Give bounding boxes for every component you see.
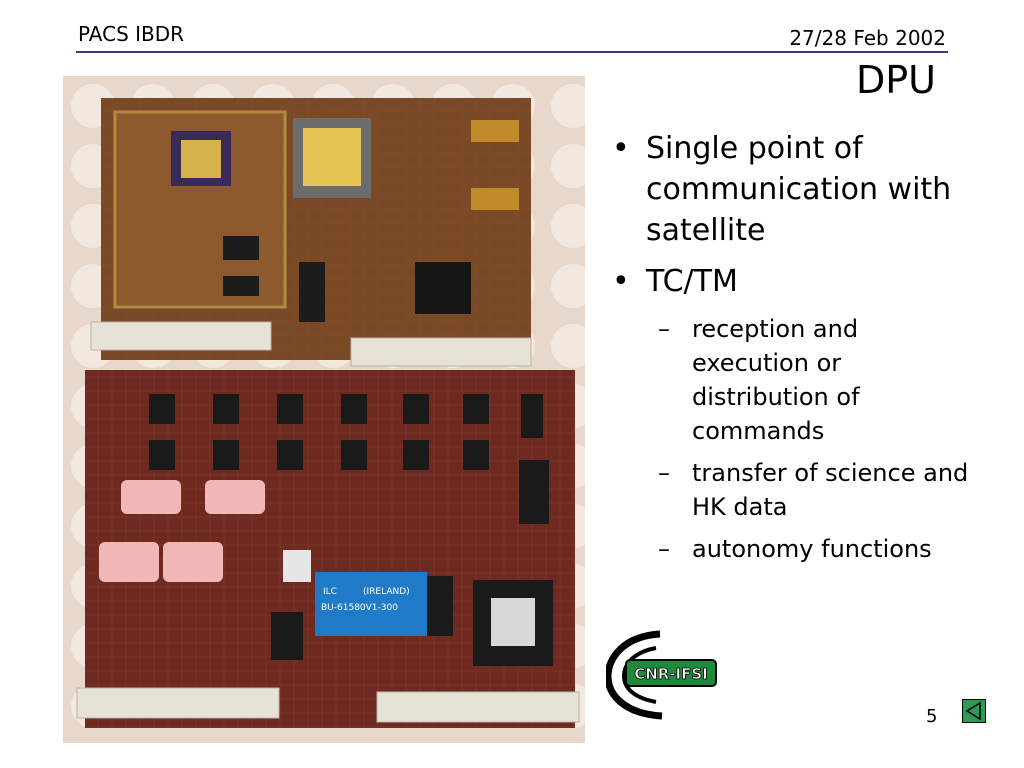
- dpu-board-photo: ILC (IRELAND) BU-61580V1-300: [63, 76, 585, 743]
- sub-bullet-text: reception and execution or distribution …: [692, 315, 860, 445]
- sub-bullet-item: – reception and execution or distributio…: [658, 312, 972, 448]
- board-label-part: BU-61580V1-300: [321, 603, 398, 613]
- header-left-label: PACS IBDR: [78, 22, 185, 46]
- sub-bullet-item: – transfer of science and HK data: [658, 456, 972, 524]
- bullet-text: Single point of communication with satel…: [646, 131, 952, 248]
- bullet-item: • TC/TM: [612, 261, 972, 302]
- page-number: 5: [926, 706, 938, 727]
- bullet-text: TC/TM: [646, 264, 738, 299]
- slide-title: DPU: [856, 58, 936, 102]
- bullet-marker: •: [612, 264, 630, 299]
- sub-bullet-item: – autonomy functions: [658, 532, 972, 566]
- bullet-item: • Single point of communication with sat…: [612, 128, 972, 251]
- sub-bullet-text: transfer of science and HK data: [692, 459, 969, 521]
- board-label-origin: (IRELAND): [363, 587, 410, 597]
- board-label-maker: ILC: [323, 587, 337, 597]
- upper-board: [90, 98, 532, 367]
- bullet-list: • Single point of communication with sat…: [612, 128, 972, 574]
- header-divider: [76, 51, 948, 53]
- logo-text: CNR-IFSI: [634, 665, 708, 683]
- triangle-left-icon: [965, 701, 981, 721]
- sub-bullet-marker: –: [658, 315, 670, 343]
- bullet-marker: •: [612, 131, 630, 166]
- sub-bullet-text: autonomy functions: [692, 535, 932, 563]
- sub-bullet-marker: –: [658, 535, 670, 563]
- cnr-ifsi-logo: CNR-IFSI: [604, 630, 726, 720]
- lower-board: ILC (IRELAND) BU-61580V1-300: [76, 370, 580, 728]
- header-date: 27/28 Feb 2002: [789, 26, 946, 50]
- sub-bullet-marker: –: [658, 459, 670, 487]
- previous-slide-button[interactable]: [962, 699, 986, 723]
